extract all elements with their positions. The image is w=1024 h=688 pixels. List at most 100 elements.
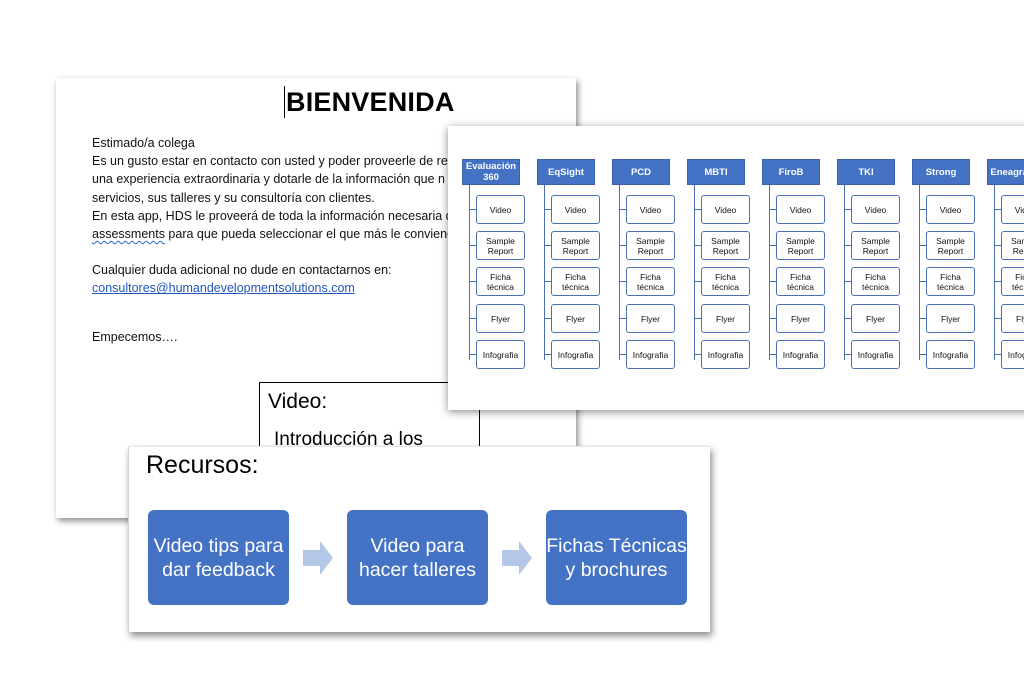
connector-line	[844, 185, 845, 360]
connector-tick	[694, 354, 701, 355]
connector-tick	[619, 209, 626, 210]
assessment-header[interactable]: MBTI	[687, 159, 745, 185]
resource-item[interactable]: Sample Report	[551, 231, 600, 260]
connector-tick	[544, 354, 551, 355]
resource-item[interactable]: Infografia	[776, 340, 825, 369]
recursos-panel: Recursos: Video tips para dar feedback V…	[128, 446, 710, 632]
resource-item[interactable]: Flyer	[1001, 304, 1024, 333]
resource-item[interactable]: Video	[476, 195, 525, 224]
resource-item[interactable]: Sample Report	[476, 231, 525, 260]
assessment-header[interactable]: FiroB	[762, 159, 820, 185]
misspelled-word: assessments	[92, 227, 165, 242]
resource-item[interactable]: Sample Report	[1001, 231, 1024, 260]
resource-item[interactable]: Ficha técnica	[851, 267, 900, 296]
connector-tick	[769, 354, 776, 355]
resource-item[interactable]: Ficha técnica	[776, 267, 825, 296]
connector-tick	[694, 318, 701, 319]
resource-item[interactable]: Flyer	[476, 304, 525, 333]
connector-tick	[619, 245, 626, 246]
connector-tick	[919, 354, 926, 355]
resource-item[interactable]: Sample Report	[776, 231, 825, 260]
resource-item[interactable]: Video	[1001, 195, 1024, 224]
connector-tick	[544, 209, 551, 210]
resource-item[interactable]: Infografia	[926, 340, 975, 369]
resource-item[interactable]: Video	[776, 195, 825, 224]
assessment-header[interactable]: TKI	[837, 159, 895, 185]
workshop-video-button[interactable]: Video para hacer talleres	[347, 510, 488, 605]
connector-tick	[994, 245, 1001, 246]
connector-tick	[919, 209, 926, 210]
body-line-5: assessments para que pueda seleccionar e…	[92, 225, 576, 243]
fichas-brochures-button[interactable]: Fichas Técnicas y brochures	[546, 510, 687, 605]
connector-tick	[844, 354, 851, 355]
body-line-1: Es un gusto estar en contacto con usted …	[92, 154, 448, 169]
connector-tick	[919, 245, 926, 246]
connector-tick	[469, 354, 476, 355]
resource-item[interactable]: Sample Report	[701, 231, 750, 260]
resource-item[interactable]: Flyer	[926, 304, 975, 333]
resource-item[interactable]: Ficha técnica	[626, 267, 675, 296]
connector-line	[544, 185, 545, 360]
connector-tick	[769, 281, 776, 282]
resource-item[interactable]: Video	[851, 195, 900, 224]
resource-item[interactable]: Video	[551, 195, 600, 224]
recursos-title: Recursos:	[146, 451, 259, 479]
resource-item[interactable]: Ficha técnica	[701, 267, 750, 296]
connector-tick	[469, 281, 476, 282]
resource-item[interactable]: Flyer	[551, 304, 600, 333]
video-panel[interactable]: Video: Introducción a los	[259, 382, 480, 447]
assessment-header[interactable]: Strong	[912, 159, 970, 185]
resource-item[interactable]: Infografia	[476, 340, 525, 369]
connector-tick	[694, 245, 701, 246]
resource-item[interactable]: Video	[701, 195, 750, 224]
connector-line	[694, 185, 695, 360]
arrow-right-icon	[303, 541, 333, 575]
resource-item[interactable]: Video	[626, 195, 675, 224]
document-title: BIENVENIDA	[284, 86, 455, 119]
connector-tick	[769, 245, 776, 246]
assessment-header[interactable]: PCD	[612, 159, 670, 185]
assessment-header[interactable]: Evaluación 360	[462, 159, 520, 185]
contact-text: Cualquier duda adicional no dude en cont…	[92, 263, 392, 278]
resource-item[interactable]: Sample Report	[626, 231, 675, 260]
feedback-tips-button[interactable]: Video tips para dar feedback	[148, 510, 289, 605]
resource-item[interactable]: Ficha técnica	[1001, 267, 1024, 296]
resource-item[interactable]: Infografia	[701, 340, 750, 369]
resource-item[interactable]: Video	[926, 195, 975, 224]
connector-tick	[844, 318, 851, 319]
resource-item[interactable]: Flyer	[851, 304, 900, 333]
resource-item[interactable]: Ficha técnica	[926, 267, 975, 296]
resource-item[interactable]: Infografia	[851, 340, 900, 369]
arrow-right-icon	[502, 541, 532, 575]
connector-tick	[469, 245, 476, 246]
resource-item[interactable]: Sample Report	[926, 231, 975, 260]
connector-tick	[919, 281, 926, 282]
assessment-header[interactable]: Eneagrama	[987, 159, 1024, 185]
resource-item[interactable]: Sample Report	[851, 231, 900, 260]
resource-item[interactable]: Flyer	[701, 304, 750, 333]
body-line-5-rest: para que pueda seleccionar el que más le…	[164, 227, 461, 242]
connector-tick	[619, 281, 626, 282]
connector-tick	[769, 318, 776, 319]
connector-tick	[694, 281, 701, 282]
resource-item[interactable]: Infografia	[551, 340, 600, 369]
greeting-text: Estimado/a colega	[92, 136, 195, 150]
email-link[interactable]: consultores@humandevelopmentsolutions.co…	[92, 281, 355, 296]
closing-text: Empecemos….	[92, 329, 178, 344]
resource-item[interactable]: Ficha técnica	[551, 267, 600, 296]
video-subtitle: Introducción a los	[274, 429, 423, 447]
resource-item[interactable]: Infografia	[626, 340, 675, 369]
resource-item[interactable]: Infografia	[1001, 340, 1024, 369]
resource-item[interactable]: Flyer	[776, 304, 825, 333]
connector-tick	[619, 318, 626, 319]
document-body: Estimado/a colega Es un gusto estar en c…	[92, 134, 576, 346]
assessment-header[interactable]: EqSight	[537, 159, 595, 185]
resource-item[interactable]: Flyer	[626, 304, 675, 333]
resource-item[interactable]: Ficha técnica	[476, 267, 525, 296]
